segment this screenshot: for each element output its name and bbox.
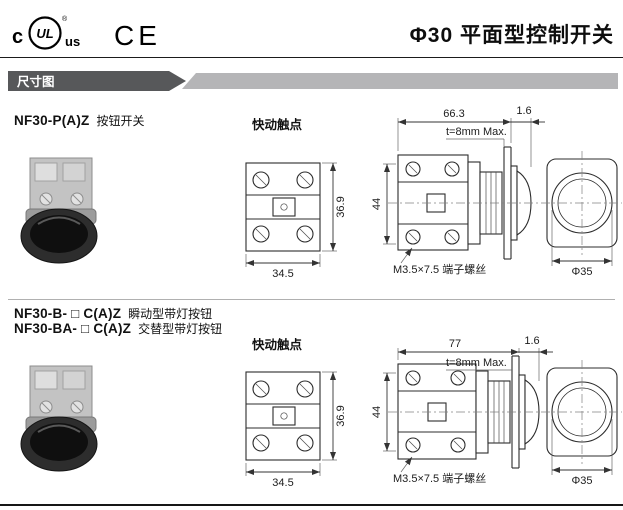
panel-thickness-note: t=8mm Max. bbox=[446, 126, 507, 138]
section-banner: 尺寸图 bbox=[8, 71, 618, 91]
product-1-side-dimensions: 66.3 1.6 t=8mm Max. 44 M3.5×7.5 端子螺丝 bbox=[371, 105, 545, 276]
product-2-side-dimensions: 77 1.6 t=8mm Max. 44 M3.5×7.5 端子螺丝 bbox=[371, 335, 553, 485]
contact-type-label: 快动触点 bbox=[252, 337, 303, 352]
model-number: NF30-BA- □ C(A)Z bbox=[14, 321, 132, 336]
product-2-face-view: Φ35 bbox=[546, 360, 618, 487]
page-title: Φ30 平面型控制开关 bbox=[409, 24, 614, 47]
banner-arrow bbox=[8, 71, 186, 91]
ul-c-prefix: c bbox=[12, 26, 23, 48]
terminal-screw-note: M3.5×7.5 端子螺丝 bbox=[393, 472, 486, 485]
ce-mark-icon: CE bbox=[114, 20, 161, 51]
product-1-photo bbox=[20, 157, 98, 264]
product-2-front-view bbox=[245, 371, 321, 461]
model-line-product-2-alternate: NF30-BA- □ C(A)Z 交替型带灯按钮 bbox=[14, 320, 222, 338]
model-number: NF30-B- □ C(A)Z bbox=[14, 306, 122, 321]
bottom-rule bbox=[0, 504, 623, 506]
model-line-product-2-momentary: NF30-B- □ C(A)Z 瞬动型带灯按钮 bbox=[14, 305, 212, 323]
product-2-side-view bbox=[397, 355, 540, 469]
dim-bezel-projection: 1.6 bbox=[516, 105, 531, 117]
product-2-front-dimensions: 34.5 36.9 bbox=[245, 371, 347, 489]
dim-front-height: 36.9 bbox=[335, 405, 347, 426]
terminal-screw-note: M3.5×7.5 端子螺丝 bbox=[393, 263, 486, 276]
banner-label: 尺寸图 bbox=[17, 74, 55, 89]
model-number: NF30-P(A)Z bbox=[14, 113, 90, 128]
model-description: 交替型带灯按钮 bbox=[138, 322, 223, 336]
product-1-front-view bbox=[245, 162, 321, 252]
ul-logo-icon bbox=[28, 16, 62, 50]
banner-band bbox=[182, 73, 618, 89]
dim-front-width: 34.5 bbox=[272, 477, 293, 489]
dim-depth: 66.3 bbox=[443, 108, 464, 120]
product-2-photo bbox=[20, 365, 98, 472]
dim-body-height: 44 bbox=[371, 406, 383, 418]
ul-logo-text: UL bbox=[36, 26, 53, 41]
model-description: 按钮开关 bbox=[96, 114, 145, 128]
header-rule bbox=[0, 57, 623, 58]
product-1-front-dimensions: 34.5 36.9 bbox=[245, 162, 347, 280]
dim-button-diameter: Φ35 bbox=[571, 266, 592, 278]
ul-us-suffix: us bbox=[65, 34, 80, 49]
dim-depth: 77 bbox=[449, 338, 461, 350]
certification-marks: c UL ® us CE bbox=[12, 15, 161, 51]
product-1-face-view: Φ35 bbox=[546, 151, 618, 278]
dim-body-height: 44 bbox=[371, 198, 383, 210]
dim-button-diameter: Φ35 bbox=[571, 475, 592, 487]
product-1-drawing-area: 快动触点 34.5 36.9 bbox=[20, 105, 622, 280]
contact-type-label: 快动触点 bbox=[252, 117, 303, 132]
model-description: 瞬动型带灯按钮 bbox=[128, 307, 213, 321]
section-divider bbox=[8, 299, 615, 300]
panel-thickness-note: t=8mm Max. bbox=[446, 357, 507, 369]
dim-front-width: 34.5 bbox=[272, 268, 293, 280]
dim-bezel-projection: 1.6 bbox=[524, 335, 539, 347]
model-line-product-1: NF30-P(A)Z 按钮开关 bbox=[14, 112, 145, 130]
product-2-drawing-area: 快动触点 34.5 36.9 bbox=[20, 335, 622, 489]
dim-front-height: 36.9 bbox=[335, 196, 347, 217]
registered-trademark-icon: ® bbox=[62, 15, 68, 23]
